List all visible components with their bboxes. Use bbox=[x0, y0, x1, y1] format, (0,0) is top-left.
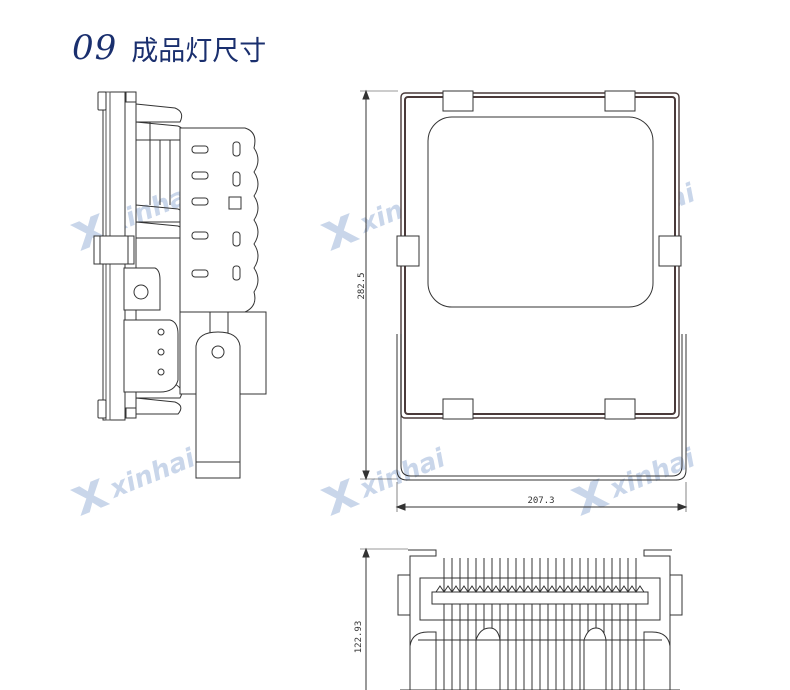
width-dimension-label: 207.3 bbox=[527, 496, 554, 506]
side-view bbox=[93, 91, 267, 479]
bottom-height-dimension-label: 122.93 bbox=[354, 621, 364, 654]
height-dimension-label: 282.5 bbox=[357, 272, 367, 299]
watermark-text: xinhai bbox=[104, 443, 201, 505]
bottom-view bbox=[360, 547, 683, 690]
section-number: 09 bbox=[72, 28, 118, 68]
section-header: 09 成品灯尺寸 bbox=[72, 26, 266, 70]
watermark-4: xinhai bbox=[70, 443, 201, 516]
section-title: 成品灯尺寸 bbox=[131, 35, 267, 67]
front-view bbox=[360, 89, 688, 512]
